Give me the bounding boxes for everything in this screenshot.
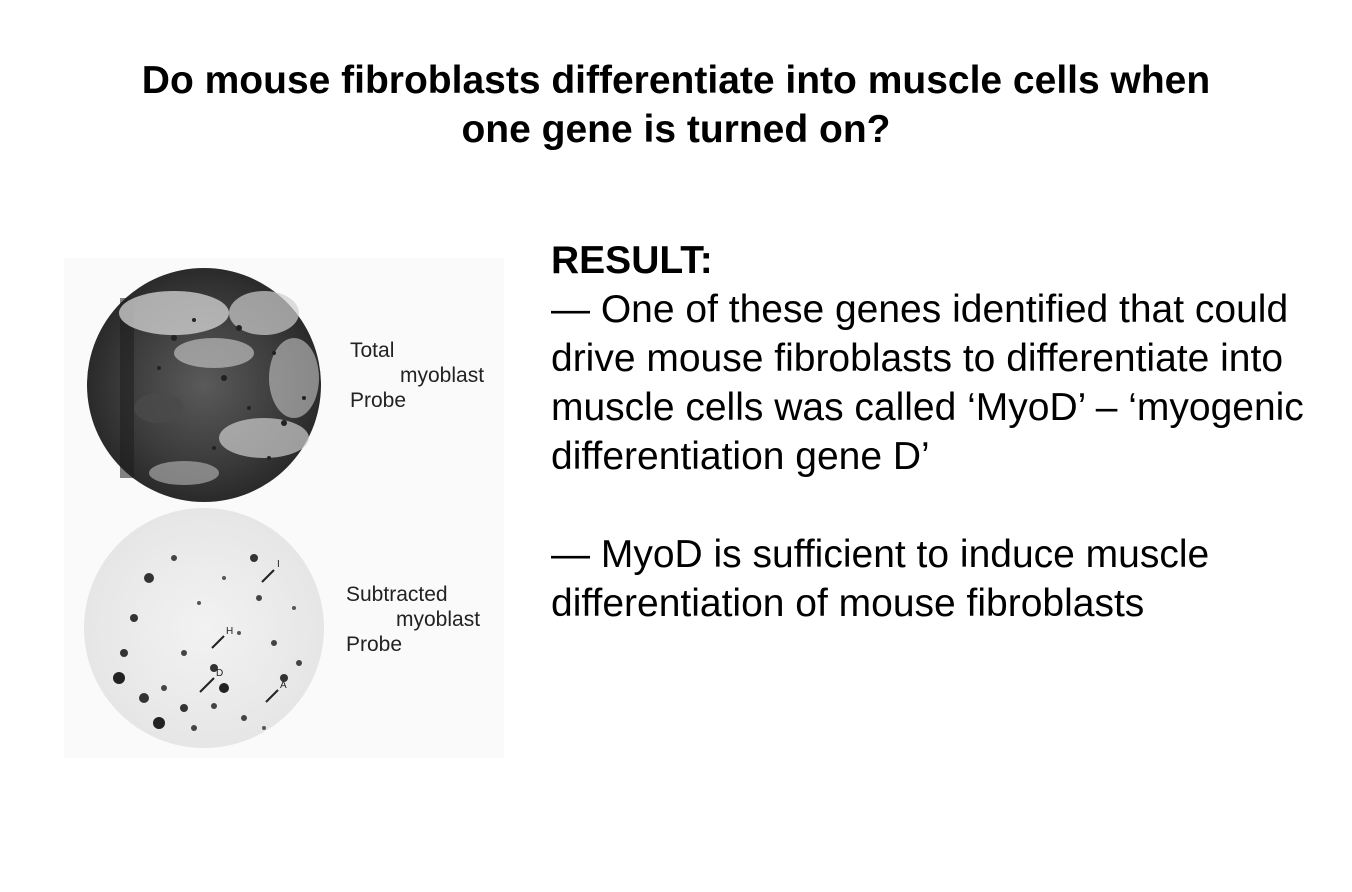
result-paragraph-2: — MyoD is sufficient to induce muscle di… [551, 533, 1210, 625]
colony-marker-i: I [277, 559, 280, 570]
total-probe-label-line3: Probe [350, 389, 407, 412]
result-paragraph-1: — One of these genes identified that cou… [551, 288, 1304, 478]
title-line-1: Do mouse fibroblasts differentiate into … [141, 59, 1211, 102]
subtracted-probe-plate [84, 508, 324, 748]
title-line-2: one gene is turned on? [461, 108, 891, 151]
subtracted-probe-label: Subtracted myoblast Probe [346, 582, 480, 657]
total-probe-label-line1: Total [350, 339, 395, 362]
colony-marker-letters: I H D A [216, 559, 287, 691]
total-probe-label: Total myoblast Probe [350, 338, 484, 413]
subtracted-probe-label-line2: myoblast [396, 608, 481, 631]
subtracted-probe-label-line1: Subtracted [346, 583, 448, 606]
figure-drawing [84, 268, 324, 748]
slide-title: Do mouse fibroblasts differentiate into … [60, 56, 1292, 154]
colony-marker-a: A [280, 680, 287, 691]
result-section: RESULT: — One of these genes identified … [551, 236, 1311, 628]
total-probe-label-line2: myoblast [400, 364, 485, 387]
total-probe-plate [87, 268, 321, 502]
colony-marker-h: H [226, 626, 233, 637]
paragraph-spacer [551, 481, 1311, 530]
colony-marker-d: D [216, 668, 223, 679]
subtracted-probe-label-line3: Probe [346, 633, 403, 656]
colony-hybridization-figure: I H D A Total myoblast Probe Subtracted … [64, 258, 504, 758]
result-heading: RESULT: [551, 239, 713, 282]
